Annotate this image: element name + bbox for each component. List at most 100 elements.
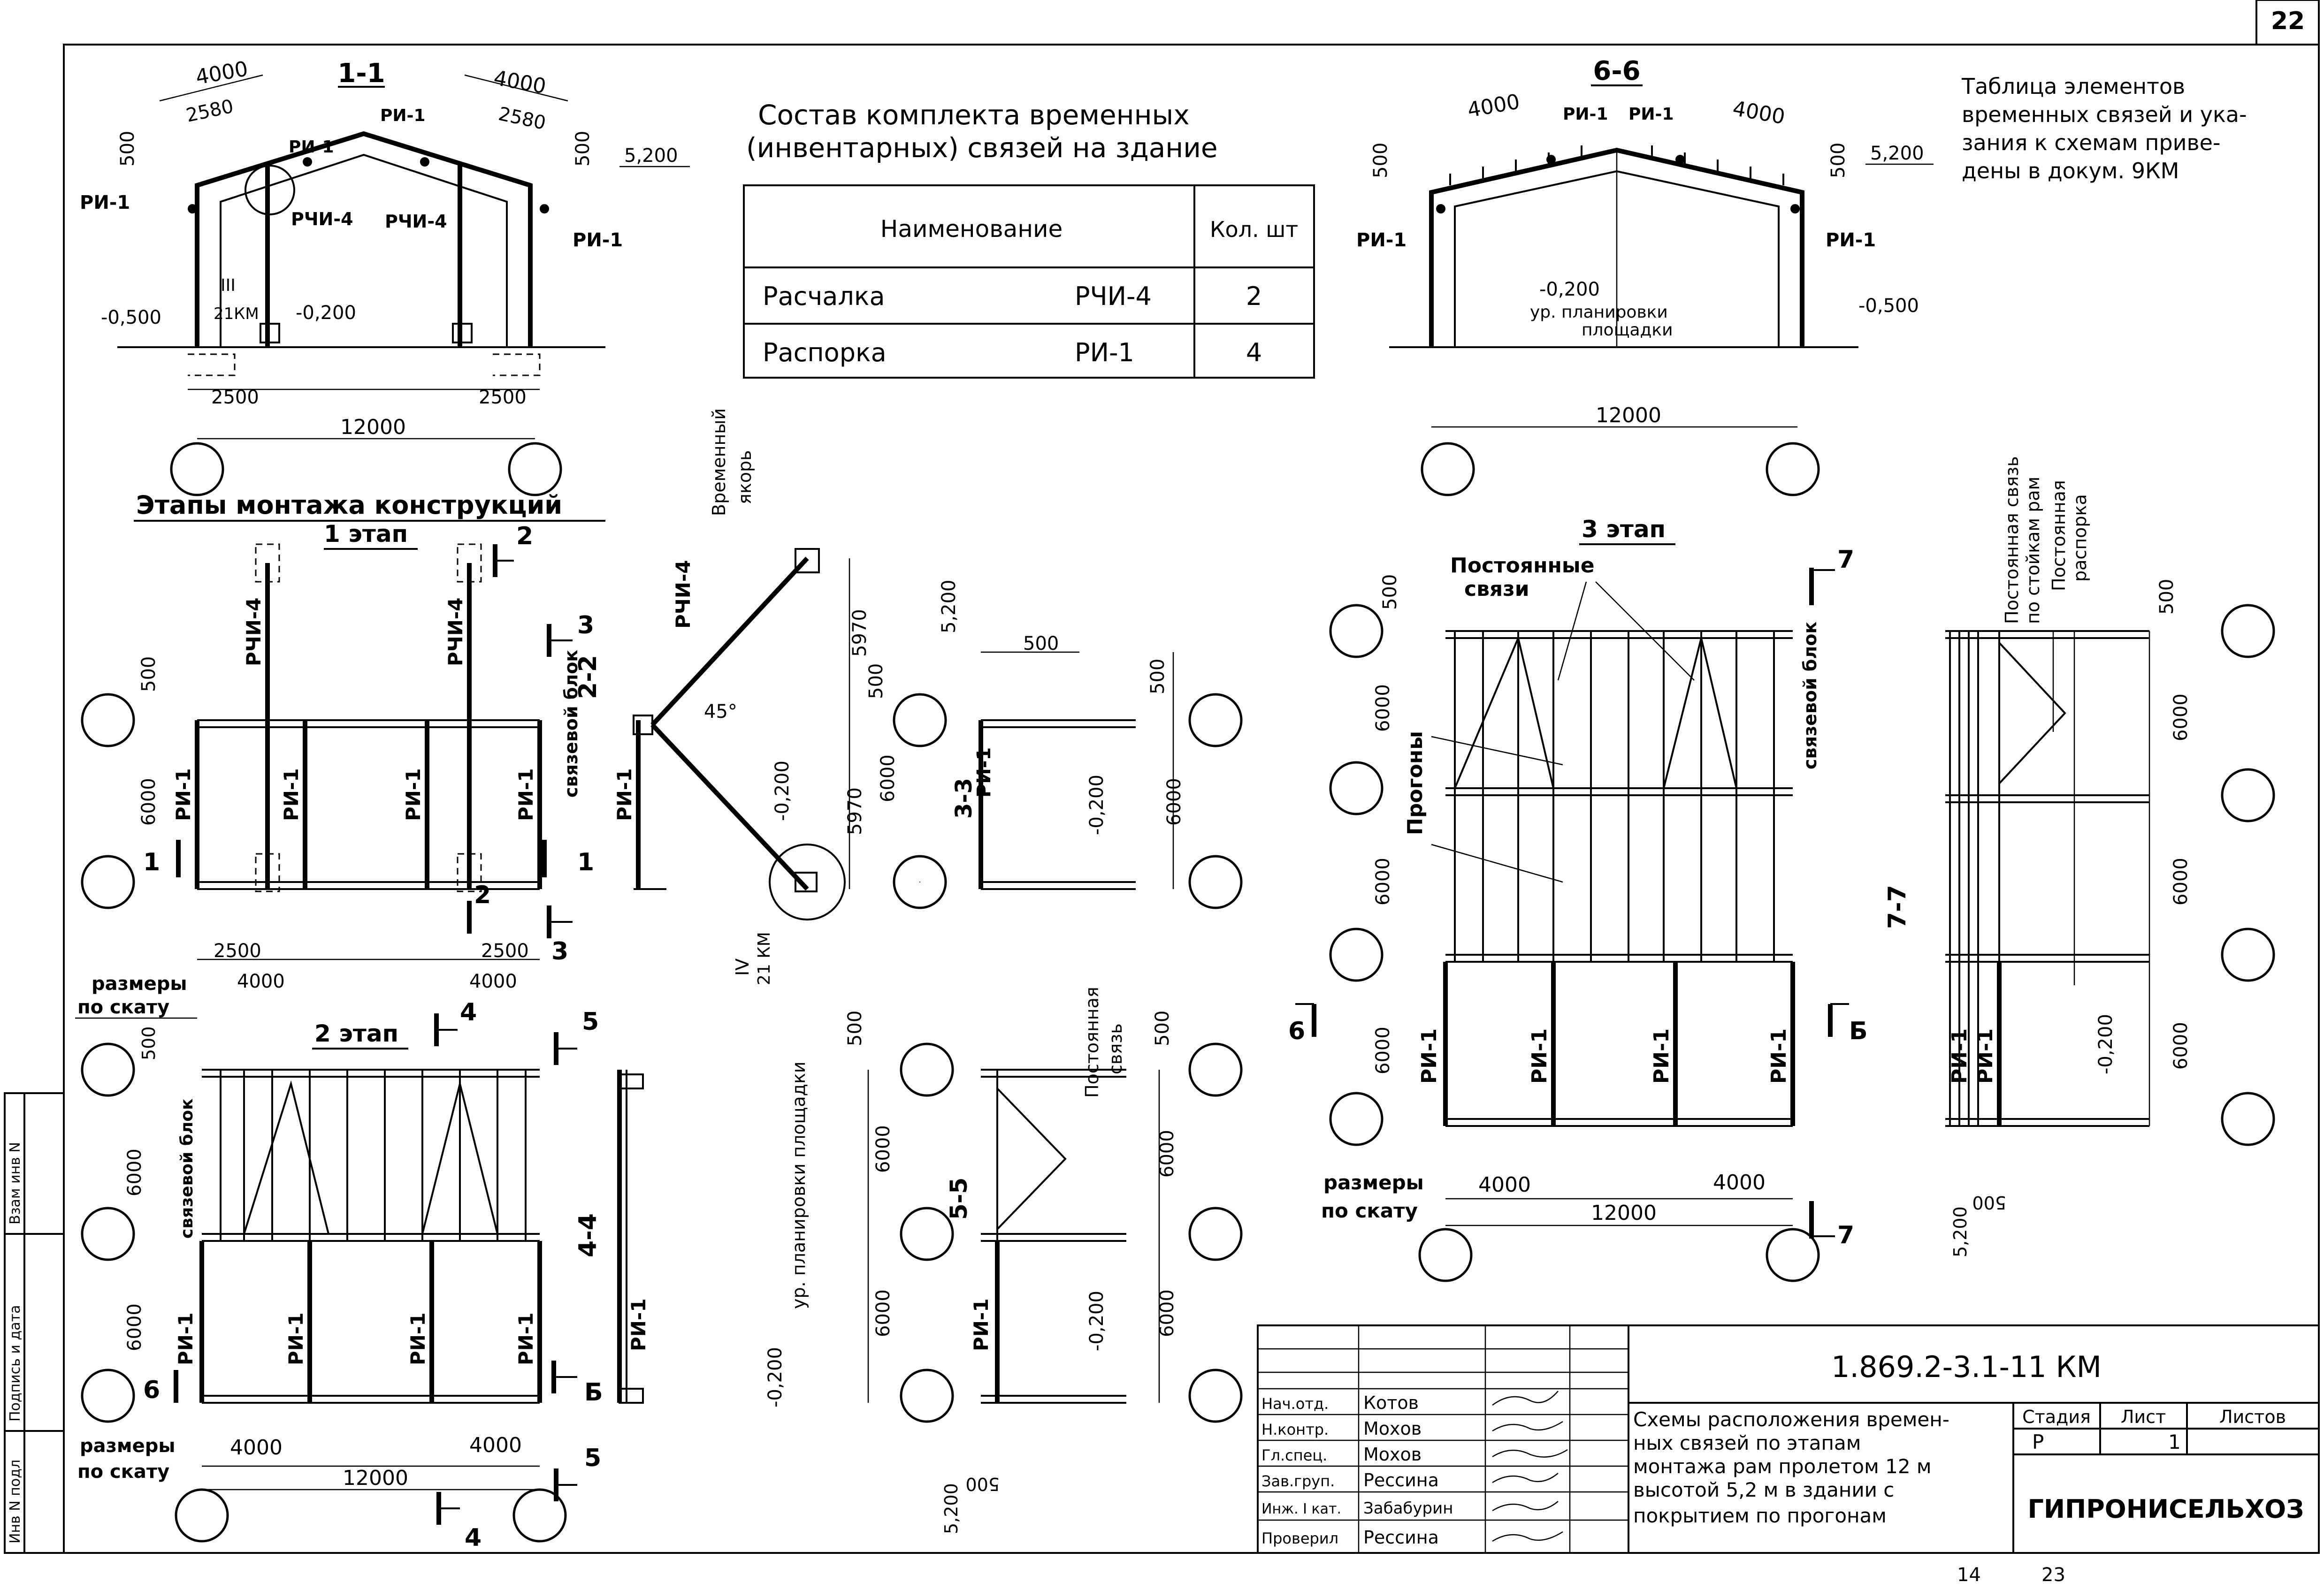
name-4: Забабурин (1363, 1499, 1453, 1518)
marker-7-top: 7 (1837, 546, 1854, 574)
elev-0200-7-7: -0,200 (2095, 1014, 2117, 1074)
detail-circle-iii (245, 165, 295, 215)
desc-line1: Схемы расположения времен- (1633, 1408, 1949, 1431)
progony-label: Прогоны (1403, 731, 1427, 835)
stage-header: Стадия (2022, 1407, 2091, 1427)
marker-2-bottom: 2 (474, 881, 491, 909)
table-row2-code: РИ-1 (1075, 338, 1134, 367)
stage-value: Р (2032, 1430, 2044, 1453)
ri1-4-4: РИ-1 (627, 1298, 650, 1351)
elev-5200-5-5: 5,200 (941, 1483, 962, 1534)
stage-1-title: 1 этап (324, 520, 408, 548)
elev-5200-7-7: 5,200 (1950, 1206, 1971, 1257)
ri1-s3-c: РИ-1 (1650, 1028, 1674, 1084)
dim-500-s3: 500 (1379, 574, 1401, 610)
marker-5-bottom: 5 (584, 1444, 601, 1472)
frame-outline (195, 131, 533, 347)
dim-2500-right: 2500 (479, 387, 527, 408)
elev-0200: -0,200 (296, 302, 356, 324)
ri1-s1-c: РИ-1 (402, 768, 425, 821)
stage-2-title: 2 этап (314, 1020, 398, 1047)
dim-2500-left: 2500 (211, 387, 259, 408)
desc-line2: ных связей по этапам (1633, 1431, 1861, 1454)
marker-1-left: 1 (143, 848, 160, 876)
role-1: Н.контр. (1261, 1421, 1329, 1438)
dim-6000-7-7-b: 6000 (2170, 858, 2192, 905)
dim-500-2-2: 500 (865, 663, 887, 699)
razmery-s1: размеры (92, 973, 187, 995)
elev-5200-3-3: 5,200 (938, 579, 960, 633)
ri1-label-c: РИ-1 (80, 192, 130, 213)
strip-label-vzam: Взам инв N (7, 1142, 23, 1225)
dim-500-7-7: 500 (2156, 579, 2178, 615)
ri1-7-7-a: РИ-1 (1948, 1028, 1972, 1084)
ri1-s3-d: РИ-1 (1767, 1028, 1791, 1084)
dim-12000-6: 12000 (1596, 403, 1661, 427)
marker-1-right: 1 (577, 848, 594, 876)
dim-6000-4-4-b: 6000 (872, 1289, 894, 1337)
signatures (1492, 1391, 1568, 1542)
dim-4000-s3-a: 4000 (1478, 1173, 1531, 1197)
elev-0200-6: -0,200 (1539, 279, 1600, 300)
dim-4000-right: 4000 (492, 66, 548, 99)
marker-6-left: 6 (143, 1376, 160, 1404)
ri1-s3-a: РИ-1 (1417, 1028, 1441, 1084)
sheet-frame (63, 44, 2320, 1554)
sheets-header: Листов (2219, 1407, 2286, 1427)
ploshadki-6: площадки (1582, 320, 1673, 340)
ref-iv-doc: 21 КМ (755, 932, 774, 985)
table-row1-name: Расчалка (763, 281, 885, 311)
dim-500-right: 500 (572, 131, 594, 167)
ri1-6-d: РИ-1 (1826, 229, 1876, 251)
elev-0200-3-3: -0,200 (1086, 775, 1108, 835)
ref-iv: IV (732, 959, 753, 976)
ri1-s1-d: РИ-1 (514, 768, 537, 821)
section-1-1: 1-1 4000 2580 4000 2580 РИ-1 РИ-1 РИ-1 Р… (80, 57, 690, 496)
ri1-2-2: РИ-1 (613, 768, 636, 821)
footer-number-b: 23 (2041, 1564, 2065, 1586)
ri1-s2-d: РИ-1 (514, 1312, 537, 1365)
desc-line3: монтажа рам пролетом 12 м (1633, 1455, 1932, 1478)
stage-1-plan: 1 этап РЧИ-4 РЧИ-4 РИ-1 РИ-1 РИ-1 РИ-1 с… (75, 520, 581, 1019)
detail-circle-iv (769, 844, 846, 921)
elev-0200-4-4: -0,200 (764, 1347, 786, 1407)
rchi4-label-a: РЧИ-4 (291, 209, 353, 229)
role-5: Проверил (1261, 1529, 1338, 1547)
stages-title: Этапы монтажа конструкций (136, 490, 562, 520)
role-0: Нач.отд. (1261, 1395, 1329, 1413)
po-skatu-s2: по скату (77, 1461, 169, 1483)
section-5-5: Постоянная связь 5-5 РИ-1 -0,200 500 600… (941, 987, 1243, 1534)
svyazi-label: связи (1464, 577, 1529, 601)
ref-iii-doc: 21КМ (214, 304, 259, 323)
dim-2500-s1-b: 2500 (481, 940, 529, 962)
razmery-s2: размеры (80, 1435, 176, 1457)
marker-4-top: 4 (460, 998, 477, 1027)
dim-500-7-7-bottom: 500 (1972, 1192, 2006, 1213)
left-approval-strip: Инв N подл Подпись и дата Взам инв N (4, 1092, 65, 1554)
post-stoyk-a: Постоянная связь (2002, 456, 2022, 624)
section-2-2-label: 2-2 (574, 655, 602, 699)
role-2: Гл.спец. (1261, 1446, 1327, 1464)
po-skatu-s1: по скату (77, 997, 169, 1018)
sheet-header: Лист (2121, 1407, 2166, 1427)
note-line2: временных связей и ука- (1962, 102, 2247, 127)
dim-500-5-5-bottom: 500 (965, 1474, 1000, 1494)
note-block: Таблица элементов временных связей и ука… (1961, 74, 2247, 183)
name-5: Рессина (1363, 1527, 1439, 1548)
strip-label-inv: Инв N подл (7, 1460, 23, 1544)
table-row1-qty: 2 (1246, 281, 1262, 311)
elev-0200-2-2: -0,200 (772, 761, 793, 821)
ri1-label-d: РИ-1 (573, 229, 623, 251)
table-title-line2: (инвентарных) связей на здание (746, 132, 1218, 164)
ur-plan-6: ур. планировки (1530, 303, 1668, 322)
dim-2580-left: 2580 (184, 96, 236, 127)
section-2-2: РИ-1 РЧИ-4 Временный якорь 45° 5970 500 … (613, 408, 947, 985)
ri1-label-b: РИ-1 (380, 106, 426, 125)
marker-5-top: 5 (582, 1008, 599, 1036)
table-header-qty: Кол. шт (1210, 217, 1298, 242)
dim-6000-s1: 6000 (138, 778, 160, 826)
ri1-6-b: РИ-1 (1628, 105, 1674, 124)
org-name: ГИПРОНИСЕЛЬХОЗ (2027, 1494, 2304, 1524)
table-row2-name: Распорка (763, 338, 887, 367)
dim-4000-6-left: 4000 (1466, 90, 1521, 122)
